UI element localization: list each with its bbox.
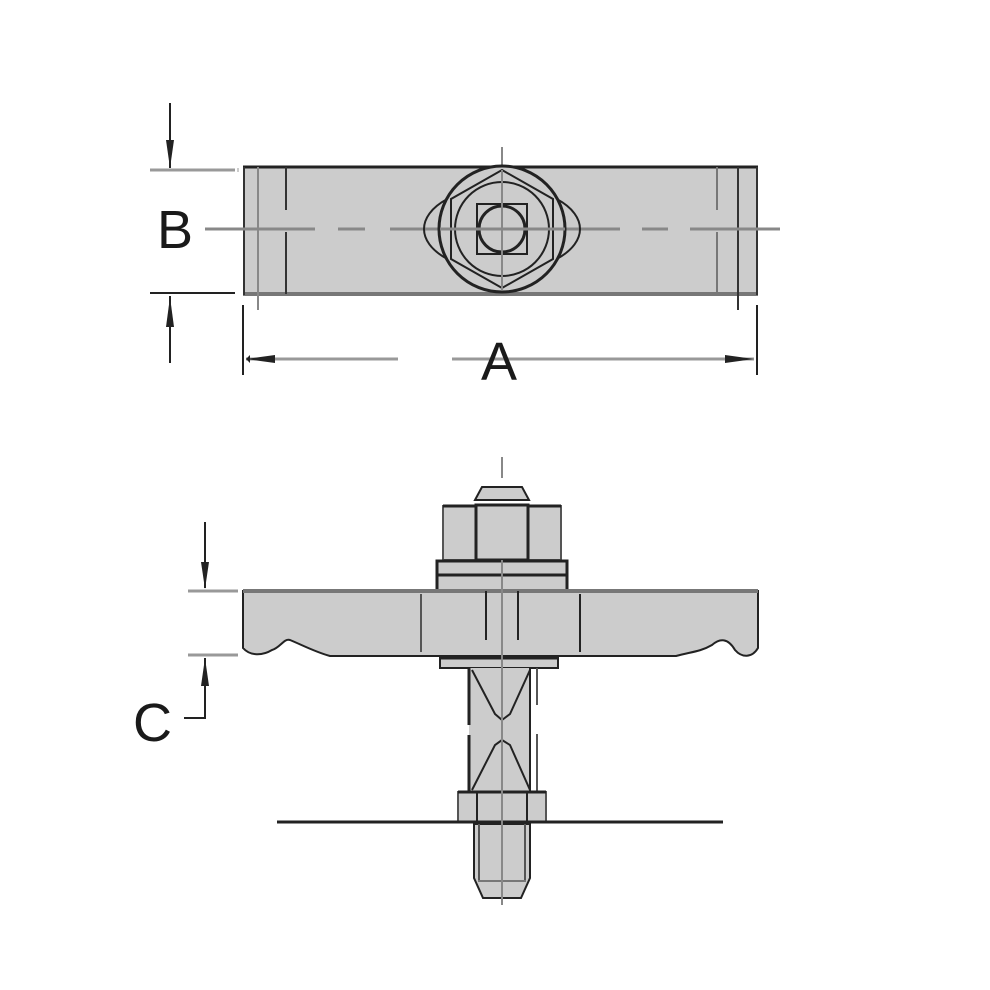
dimension-label-c: C [133, 693, 172, 753]
top-view [150, 103, 780, 375]
dimension-label-a: A [481, 332, 518, 392]
side-view [184, 457, 759, 905]
dimension-label-b: B [157, 200, 194, 260]
